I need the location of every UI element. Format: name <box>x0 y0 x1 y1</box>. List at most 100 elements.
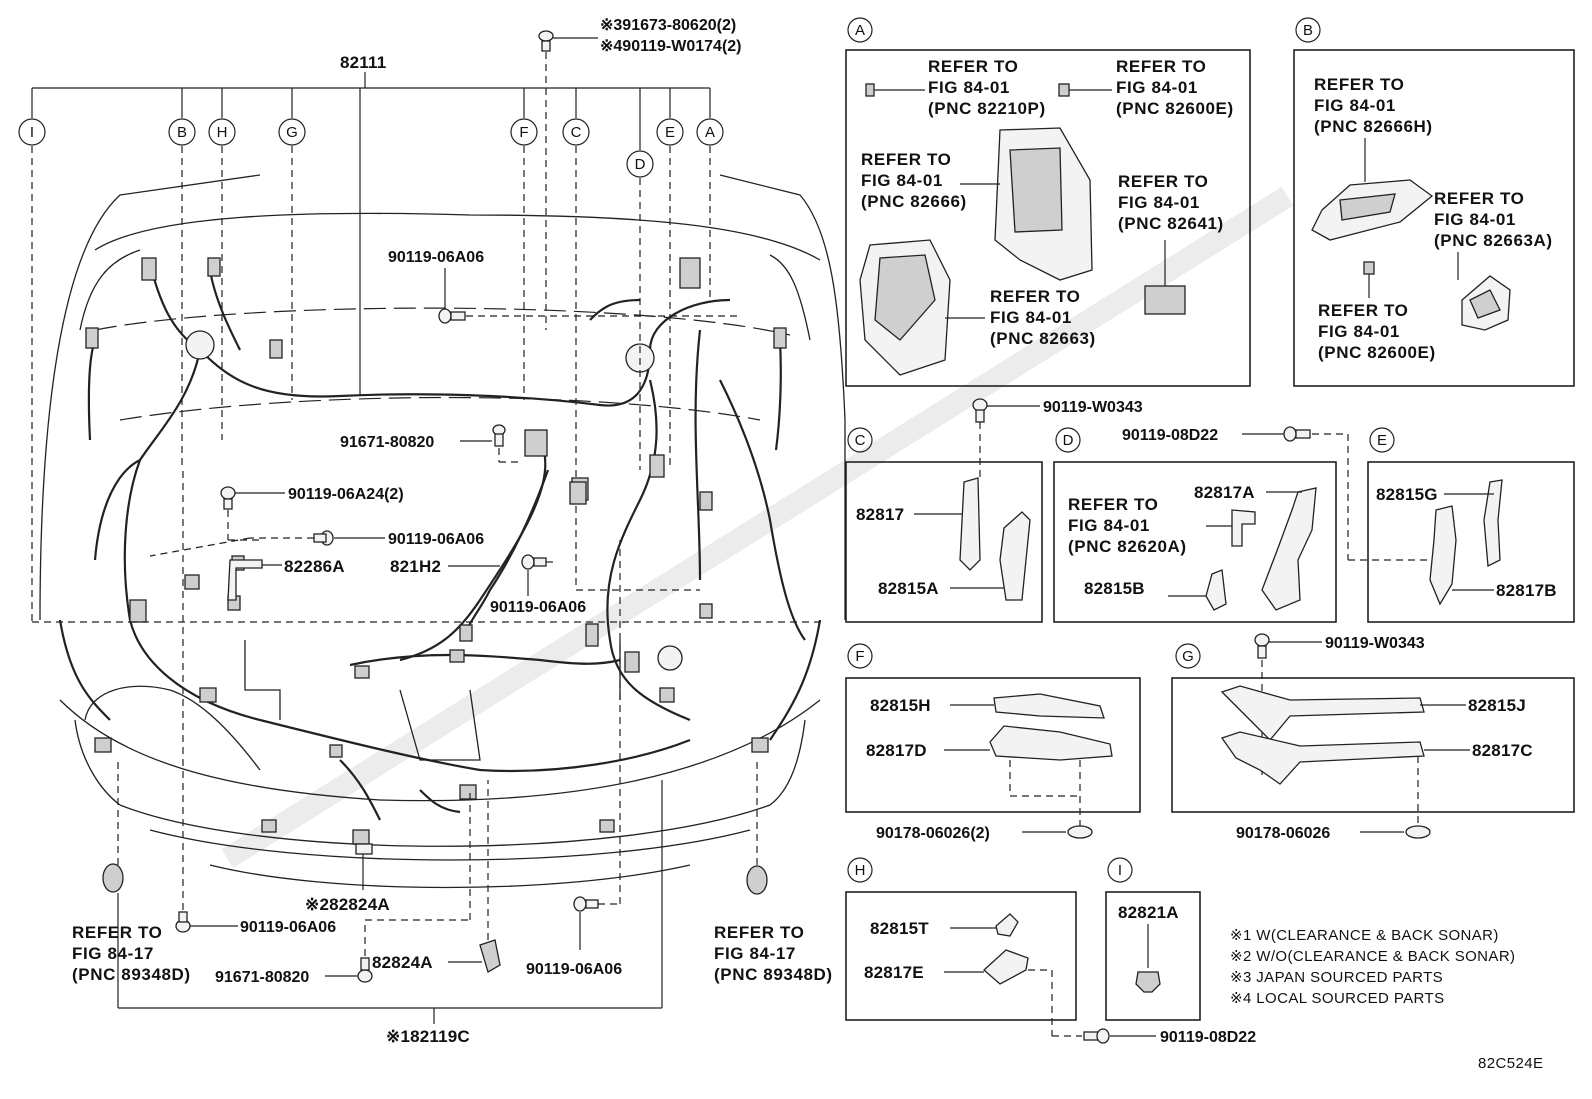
bolt-top <box>538 30 598 330</box>
callout-A: A <box>705 124 715 141</box>
label-91673-80620: ※391673-80620(2) <box>600 17 736 34</box>
panel-A-ref4-line3: (PNC 82641) <box>1118 214 1224 233</box>
panel-D: D <box>1053 426 1430 623</box>
callout-F: F <box>519 124 528 141</box>
panel-A-ref1-line3: (PNC 82210P) <box>928 99 1046 118</box>
label-90119-06A06-right: 90119-06A06 <box>490 599 586 616</box>
bracket-82119C <box>118 1007 662 1024</box>
label-90119-W0174: ※490119-W0174(2) <box>600 38 742 55</box>
panel-A-ref4-line1: REFER TO <box>1118 172 1208 191</box>
callout-H: H <box>217 124 228 141</box>
callout-I: I <box>30 124 34 141</box>
panel-D-ref-line3: (PNC 82620A) <box>1068 537 1187 556</box>
panel-B: B REFER TO FIG 84-01 (PNC 82666H) REFER … <box>1293 17 1575 387</box>
note-3: ※3 JAPAN SOURCED PARTS <box>1230 969 1443 986</box>
wire-harness <box>58 264 822 821</box>
panel-G-letter: G <box>1182 648 1194 665</box>
label-82286A: 82286A <box>284 557 345 576</box>
panel-F-p2: 82817D <box>866 741 927 760</box>
panel-H: H <box>845 857 1156 1044</box>
panel-A-ref1-line1: REFER TO <box>928 57 1018 76</box>
panel-E-p1: 82815G <box>1376 485 1438 504</box>
label-90119-06A06-upper: 90119-06A06 <box>388 249 484 266</box>
panel-F-letter: F <box>855 648 864 665</box>
label-90119-06A24: 90119-06A24(2) <box>288 486 404 503</box>
panel-A-ref2-line1: REFER TO <box>1116 57 1206 76</box>
bolt-90119-06A06-lower-left <box>175 470 238 933</box>
note-4: ※4 LOCAL SOURCED PARTS <box>1230 990 1444 1007</box>
panel-E-p2: 82817B <box>1496 581 1557 600</box>
ref-left-line1: REFER TO <box>72 923 162 942</box>
panel-F-p1: 82815H <box>870 696 931 715</box>
panel-B-ref2-line1: REFER TO <box>1434 189 1524 208</box>
label-90119-06A06-lower-right: 90119-06A06 <box>526 961 622 978</box>
panel-A-ref3-line3: (PNC 82666) <box>861 192 967 211</box>
panel-E: E <box>1367 427 1575 623</box>
ref-left-line2: FIG 84-17 <box>72 944 154 963</box>
panel-I-letter: I <box>1118 862 1122 879</box>
sonar-sensor-right <box>661 760 768 1008</box>
bolt-91671-80820-upper <box>460 424 520 463</box>
panel-B-ref2-line3: (PNC 82663A) <box>1434 231 1553 250</box>
panel-B-ref1-line2: FIG 84-01 <box>1314 96 1396 115</box>
callout-tree <box>31 72 822 623</box>
callout-E: E <box>665 124 675 141</box>
part-821H2 <box>448 469 587 642</box>
label-82824A: 82824A <box>372 953 433 972</box>
panel-E-letter: E <box>1377 432 1387 449</box>
panel-D-letter: D <box>1063 432 1074 449</box>
label-91671-80820-upper: 91671-80820 <box>340 434 434 451</box>
part-82286A <box>227 559 282 601</box>
panel-F-clip: 90178-06026(2) <box>876 825 990 842</box>
label-821H2: 821H2 <box>390 557 441 576</box>
ref-left-line3: (PNC 89348D) <box>72 965 191 984</box>
watermark <box>221 186 1294 868</box>
callout-bubbles: I B H G F C D E A <box>18 118 724 178</box>
vehicle-body-outline <box>39 174 846 889</box>
ref-right-line3: (PNC 89348D) <box>714 965 833 984</box>
panel-H-bolt: 90119-08D22 <box>1160 1029 1256 1046</box>
panel-A-ref1-line2: FIG 84-01 <box>928 78 1010 97</box>
panel-I: I <box>1105 857 1201 1021</box>
panel-A-ref3-line2: FIG 84-01 <box>861 171 943 190</box>
label-90119-06A06-mid: 90119-06A06 <box>388 531 484 548</box>
bolt-90119-06A06-lower-right <box>573 540 621 950</box>
panel-A-ref5-line3: (PNC 82663) <box>990 329 1096 348</box>
ref-right-line1: REFER TO <box>714 923 804 942</box>
panel-B-ref3-line1: REFER TO <box>1318 301 1408 320</box>
label-82111: 82111 <box>340 53 386 72</box>
panel-D-bolt: 90119-08D22 <box>1122 427 1218 444</box>
panel-B-ref3-line3: (PNC 82600E) <box>1318 343 1436 362</box>
panel-B-ref3-line2: FIG 84-01 <box>1318 322 1400 341</box>
panel-D-ref-line2: FIG 84-01 <box>1068 516 1150 535</box>
panel-F: F <box>845 643 1141 839</box>
panel-A-ref2-line3: (PNC 82600E) <box>1116 99 1234 118</box>
callout-B: B <box>177 124 187 141</box>
panel-C-bolt: 90119-W0343 <box>1043 399 1143 416</box>
label-90119-06A06-lower-left: 90119-06A06 <box>240 919 336 936</box>
ref-right-line2: FIG 84-17 <box>714 944 796 963</box>
harness-connectors <box>85 257 787 833</box>
part-82824A-note <box>352 829 373 890</box>
panel-A: A REFER TO FIG 84-01 (PNC 82210P) REFER … <box>845 17 1251 387</box>
label-82119C: ※182119C <box>386 1027 470 1046</box>
panel-B-ref2-line2: FIG 84-01 <box>1434 210 1516 229</box>
panel-C: C <box>845 398 1043 623</box>
panel-I-p1: 82821A <box>1118 903 1179 922</box>
panel-H-p2: 82817E <box>864 963 924 982</box>
panel-H-p1: 82815T <box>870 919 929 938</box>
callout-C: C <box>571 124 582 141</box>
panel-A-letter: A <box>855 22 865 39</box>
sonar-sensor-left <box>102 760 124 1008</box>
panel-G-bolt: 90119-W0343 <box>1325 635 1425 652</box>
diagram-code: 82C524E <box>1478 1055 1543 1072</box>
part-82824A <box>448 780 501 973</box>
panel-H-letter: H <box>855 862 866 879</box>
panel-C-p2: 82815A <box>878 579 939 598</box>
panel-A-ref5-line1: REFER TO <box>990 287 1080 306</box>
panel-G-p1: 82815J <box>1468 696 1526 715</box>
bolt-91671-80820-lower <box>325 790 471 983</box>
panel-C-letter: C <box>855 432 866 449</box>
panel-G-p2: 82817C <box>1472 741 1533 760</box>
